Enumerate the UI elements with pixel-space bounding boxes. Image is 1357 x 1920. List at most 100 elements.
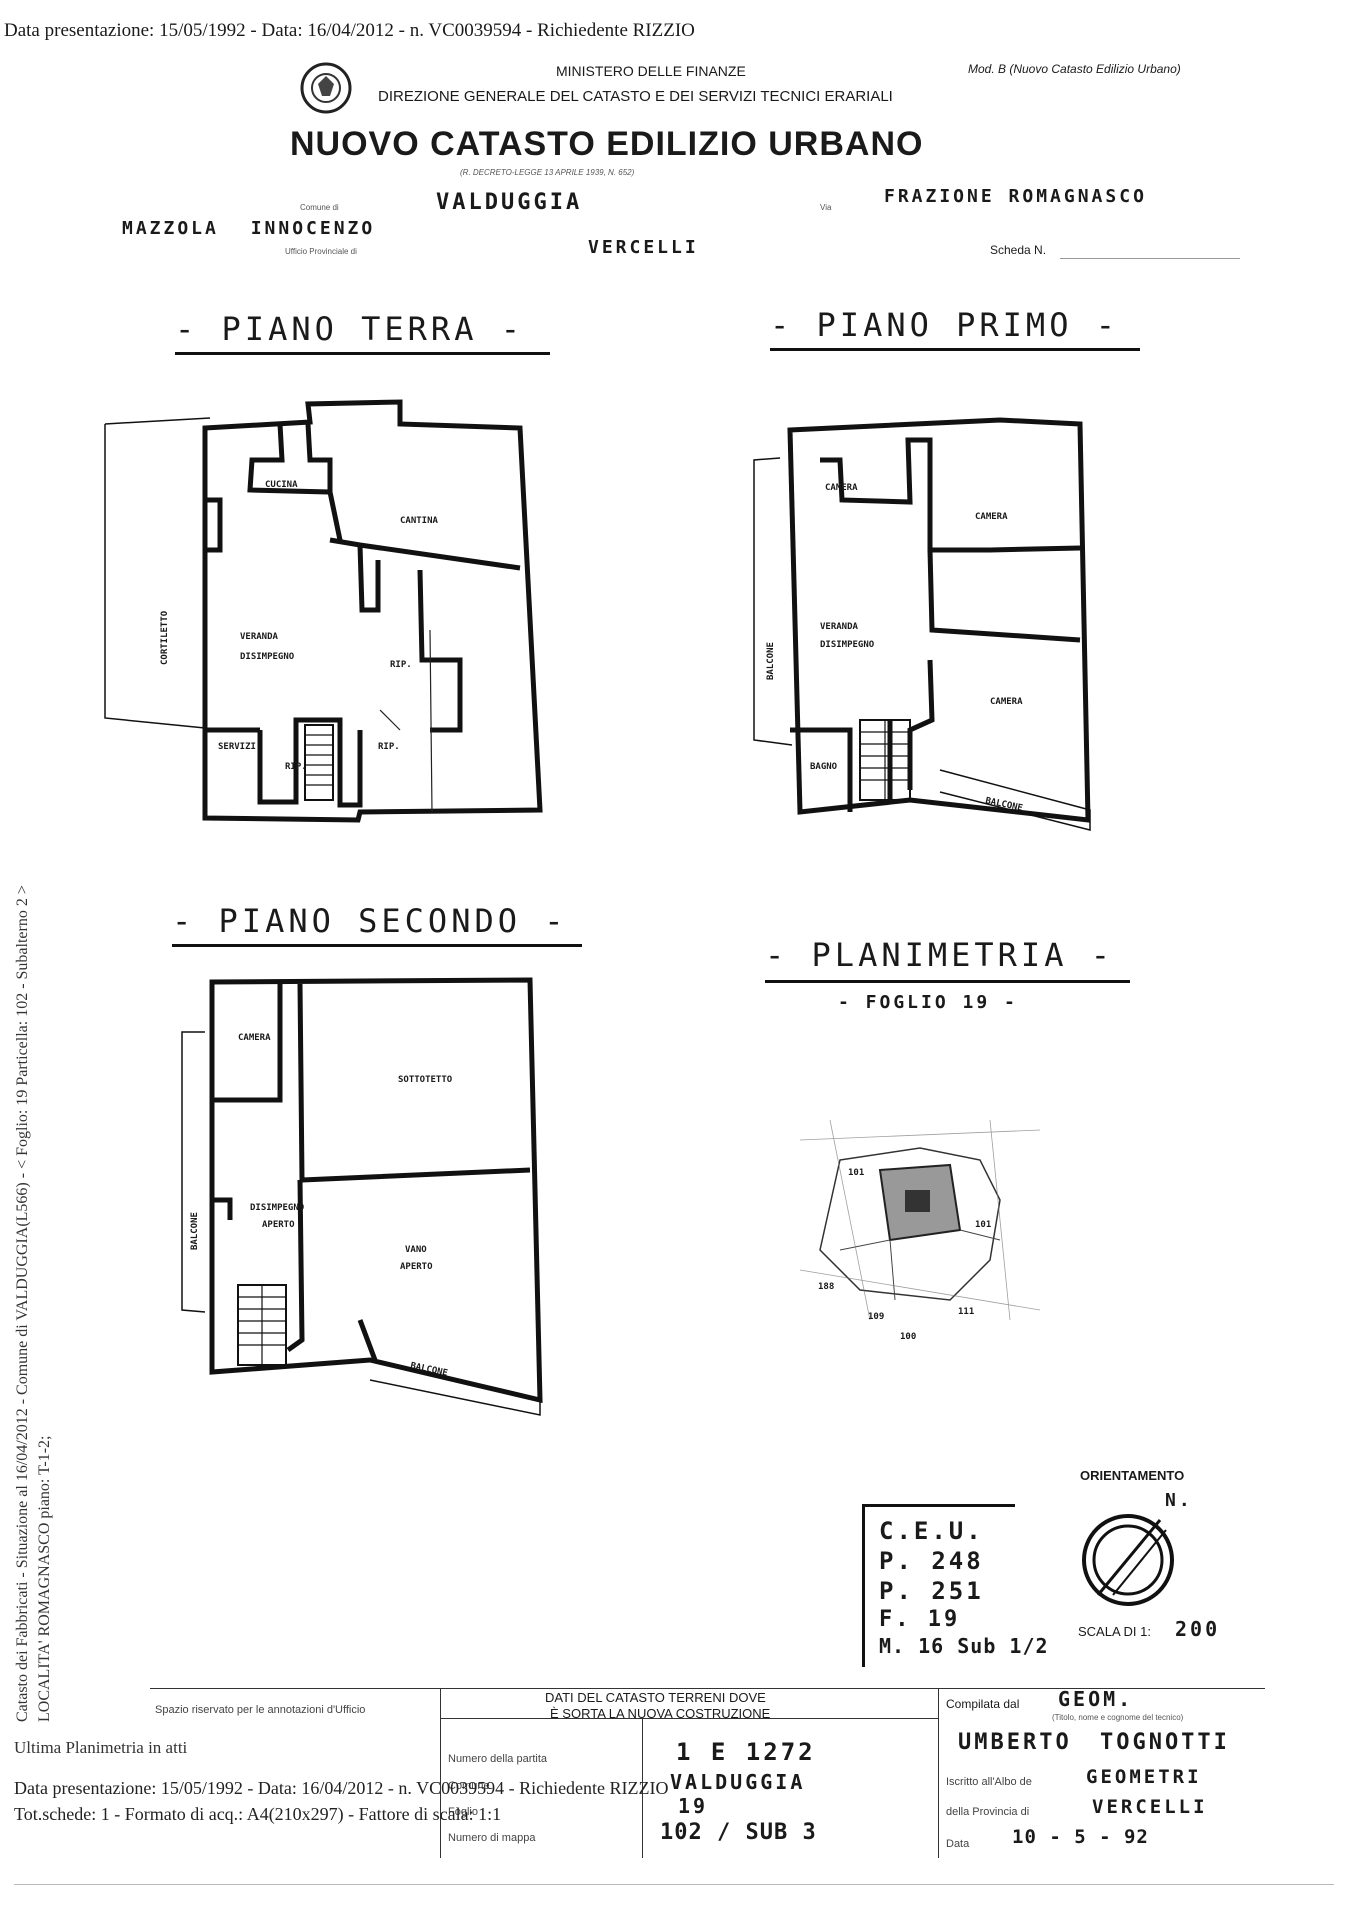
ministry-label: MINISTERO DELLE FINANZE (556, 63, 746, 79)
ceu-line-4: F. 19 (879, 1607, 961, 1632)
room-camera-1: CAMERA (825, 483, 858, 493)
mappa-label: Numero di mappa (448, 1832, 536, 1844)
piano-primo-underline (770, 348, 1140, 351)
piano-terra-plan (104, 399, 543, 823)
room-disimpegno: DISIMPEGNO (240, 652, 295, 662)
foglio-footer-label: Foglio (448, 1806, 478, 1818)
footer-rule (150, 1688, 1265, 1689)
scale-value: 200 (1175, 1617, 1221, 1641)
ceu-line-5: M. 16 Sub 1/2 (879, 1634, 1049, 1658)
footer-divider-2 (938, 1688, 939, 1858)
provincia-label: della Provincia di (946, 1806, 1030, 1818)
room-veranda-primo: VERANDA (820, 622, 858, 632)
footer-subrule (440, 1718, 938, 1719)
foglio-footer-value: 19 (678, 1794, 709, 1818)
scale-label: SCALA DI 1: (1078, 1624, 1151, 1639)
comune-footer-label: Comune (448, 1780, 490, 1792)
planimetria-foglio: - FOGLIO 19 - (838, 992, 1018, 1013)
ceu-line-1: C.E.U. (879, 1517, 984, 1545)
bottom-line-2: Tot.schede: 1 - Formato di acq.: A4(210x… (14, 1804, 502, 1824)
mappa-value: 102 / SUB 3 (660, 1820, 817, 1845)
planimetria-map (799, 1119, 1041, 1321)
room-veranda: VERANDA (240, 632, 278, 642)
room-rip-1: RIP. (390, 660, 412, 670)
room-camera-3: CAMERA (990, 697, 1023, 707)
dati-title-1: DATI DEL CATASTO TERRENI DOVE (545, 1690, 766, 1705)
comune-value: VALDUGGIA (436, 190, 583, 215)
planimetria-underline (765, 980, 1130, 983)
orientation-north: N. (1165, 1490, 1193, 1511)
owner-value: MAZZOLA INNOCENZO (122, 218, 376, 239)
tecnico-name: UMBERTO TOGNOTTI (958, 1730, 1230, 1755)
via-value: FRAZIONE ROMAGNASCO (884, 186, 1147, 207)
page-bottom-rule (14, 1884, 1334, 1885)
piano-secondo-title: - PIANO SECONDO - (172, 902, 568, 940)
scheda-label: Scheda N. (990, 243, 1047, 257)
ceu-line-2: P. 248 (879, 1547, 984, 1575)
data-label: Data (946, 1838, 970, 1850)
office-note: Spazio riservato per le annotazioni d'Uf… (155, 1704, 366, 1716)
comune-footer-value: VALDUGGIA (670, 1770, 806, 1794)
parcel-101-b: 101 (975, 1220, 992, 1230)
parcel-109: 109 (868, 1312, 885, 1322)
piano-secondo-plan (181, 977, 543, 1416)
piano-secondo-underline (172, 944, 582, 947)
ceu-line-3: P. 251 (879, 1577, 984, 1605)
sidebar-line-2: LOCALITA' ROMAGNASCO piano: T-1-2; (36, 1435, 53, 1723)
albo-label: Iscritto all'Albo de (946, 1776, 1032, 1788)
compilata-label: Compilata dal (946, 1697, 1020, 1711)
partita-label: Numero della partita (448, 1753, 548, 1765)
room-aperto-2: APERTO (400, 1262, 433, 1272)
piano-terra-title: - PIANO TERRA - (175, 310, 524, 348)
compass-icon (1082, 1514, 1174, 1606)
partita-value: 1 E 1272 (676, 1738, 816, 1766)
planimetria-title: - PLANIMETRIA - (765, 936, 1114, 974)
room-cantina: CANTINA (400, 516, 438, 526)
room-balcone-1: BALCONE (766, 642, 776, 680)
document-title: NUOVO CATASTO EDILIZIO URBANO (290, 125, 924, 163)
room-aperto-1: APERTO (262, 1220, 295, 1230)
room-rip-3: RIP. (378, 742, 400, 752)
parcel-111: 111 (958, 1307, 975, 1317)
ceu-box: C.E.U. P. 248 P. 251 F. 19 M. 16 Sub 1/2 (862, 1504, 1049, 1667)
room-cortiletto: CORTILETTO (160, 610, 170, 665)
albo-value: GEOMETRI (1086, 1766, 1202, 1788)
emblem-icon (300, 62, 352, 114)
ultima-planimetria: Ultima Planimetria in atti (14, 1738, 188, 1757)
room-bagno: BAGNO (810, 762, 838, 772)
province-value: VERCELLI (588, 237, 699, 258)
parcel-100: 100 (900, 1332, 917, 1342)
room-disimpegno-primo: DISIMPEGNO (820, 640, 875, 650)
provincia-value: VERCELLI (1092, 1796, 1208, 1818)
parcel-188: 188 (818, 1282, 835, 1292)
piano-terra-underline (175, 352, 550, 355)
header-top-line: Data presentazione: 15/05/1992 - Data: 1… (4, 20, 695, 41)
data-value: 10 - 5 - 92 (1012, 1826, 1149, 1848)
comune-label: Comune di (300, 203, 339, 212)
direction-label: DIREZIONE GENERALE DEL CATASTO E DEI SER… (378, 88, 893, 105)
room-disimpegno-secondo: DISIMPEGNO (250, 1203, 305, 1213)
footer-divider-3 (642, 1718, 643, 1858)
piano-primo-title: - PIANO PRIMO - (770, 306, 1119, 344)
compilata-value: GEOM. (1058, 1687, 1134, 1711)
room-balcone-secondo-1: BALCONE (190, 1212, 200, 1250)
compilata-sub: (Titolo, nome e cognome del tecnico) (1052, 1713, 1184, 1722)
room-sottotetto: SOTTOTETTO (398, 1075, 453, 1085)
orientation-label: ORIENTAMENTO (1080, 1468, 1185, 1483)
province-label: Ufficio Provinciale di (285, 247, 357, 256)
parcel-101-a: 101 (848, 1168, 865, 1178)
room-camera-2: CAMERA (975, 512, 1008, 522)
room-rip-2: RIP. (285, 762, 307, 772)
piano-primo-plan (753, 417, 1091, 831)
room-cucina: CUCINA (265, 480, 298, 490)
decree-label: (R. DECRETO-LEGGE 13 APRILE 1939, N. 652… (460, 168, 635, 177)
scheda-line (1060, 258, 1240, 259)
footer-divider-1 (440, 1688, 441, 1858)
via-label: Via (820, 203, 832, 212)
bottom-line-1: Data presentazione: 15/05/1992 - Data: 1… (14, 1778, 669, 1798)
room-vano: VANO (405, 1245, 427, 1255)
room-servizi: SERVIZI (218, 742, 256, 752)
dati-title-2: È SORTA LA NUOVA COSTRUZIONE (550, 1706, 771, 1721)
room-camera-secondo: CAMERA (238, 1033, 271, 1043)
sidebar-line-1: Catasto dei Fabbricati - Situazione al 1… (14, 885, 31, 1722)
